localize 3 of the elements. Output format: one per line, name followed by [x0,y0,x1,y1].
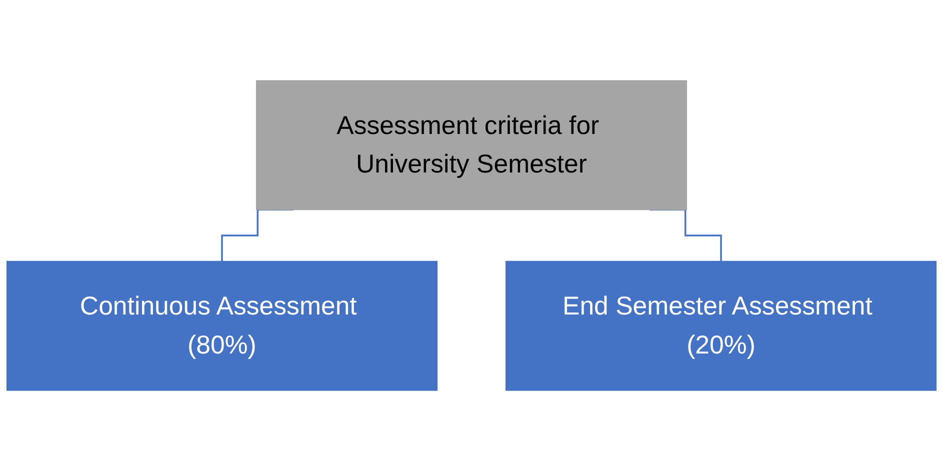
node-box: Assessment criteria for University Semester [256,80,688,210]
node-box: Continuous Assessment (80%) [6,260,438,391]
node-box: End Semester Assessment (20%) [505,260,937,391]
